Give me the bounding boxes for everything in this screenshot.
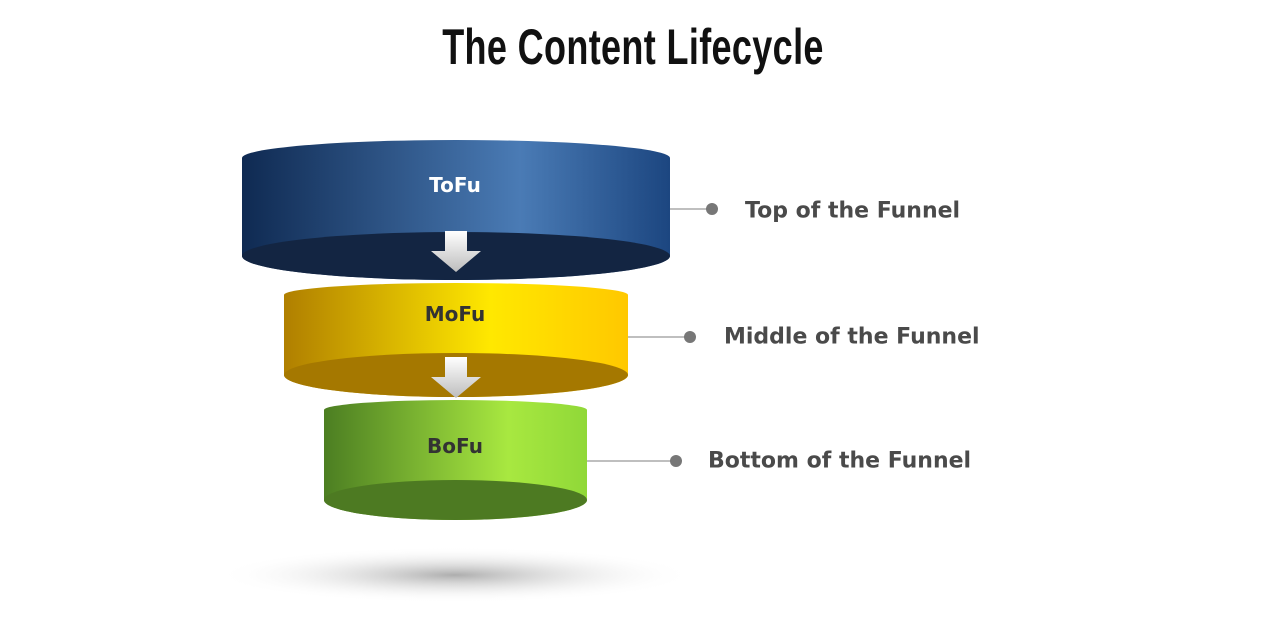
connector-mofu <box>628 331 696 343</box>
stage-label-mofu: Middle of the Funnel <box>724 324 980 350</box>
page-title: The Content Lifecycle <box>442 19 824 75</box>
bofu-cylinder: BoFu <box>324 400 587 520</box>
stage-abbr-tofu: ToFu <box>429 173 481 197</box>
stage-label-bofu: Bottom of the Funnel <box>708 448 972 474</box>
stage-abbr-mofu: MoFu <box>425 302 486 326</box>
mofu-cylinder: MoFu <box>284 283 628 397</box>
stage-abbr-bofu: BoFu <box>427 434 483 458</box>
connector-tofu <box>670 203 718 215</box>
connector-bofu <box>587 455 682 467</box>
arrow-down-icon <box>431 357 481 398</box>
stage-label-tofu: Top of the Funnel <box>745 198 961 224</box>
arrow-down-icon <box>431 231 481 272</box>
floor-shadow <box>215 547 695 603</box>
